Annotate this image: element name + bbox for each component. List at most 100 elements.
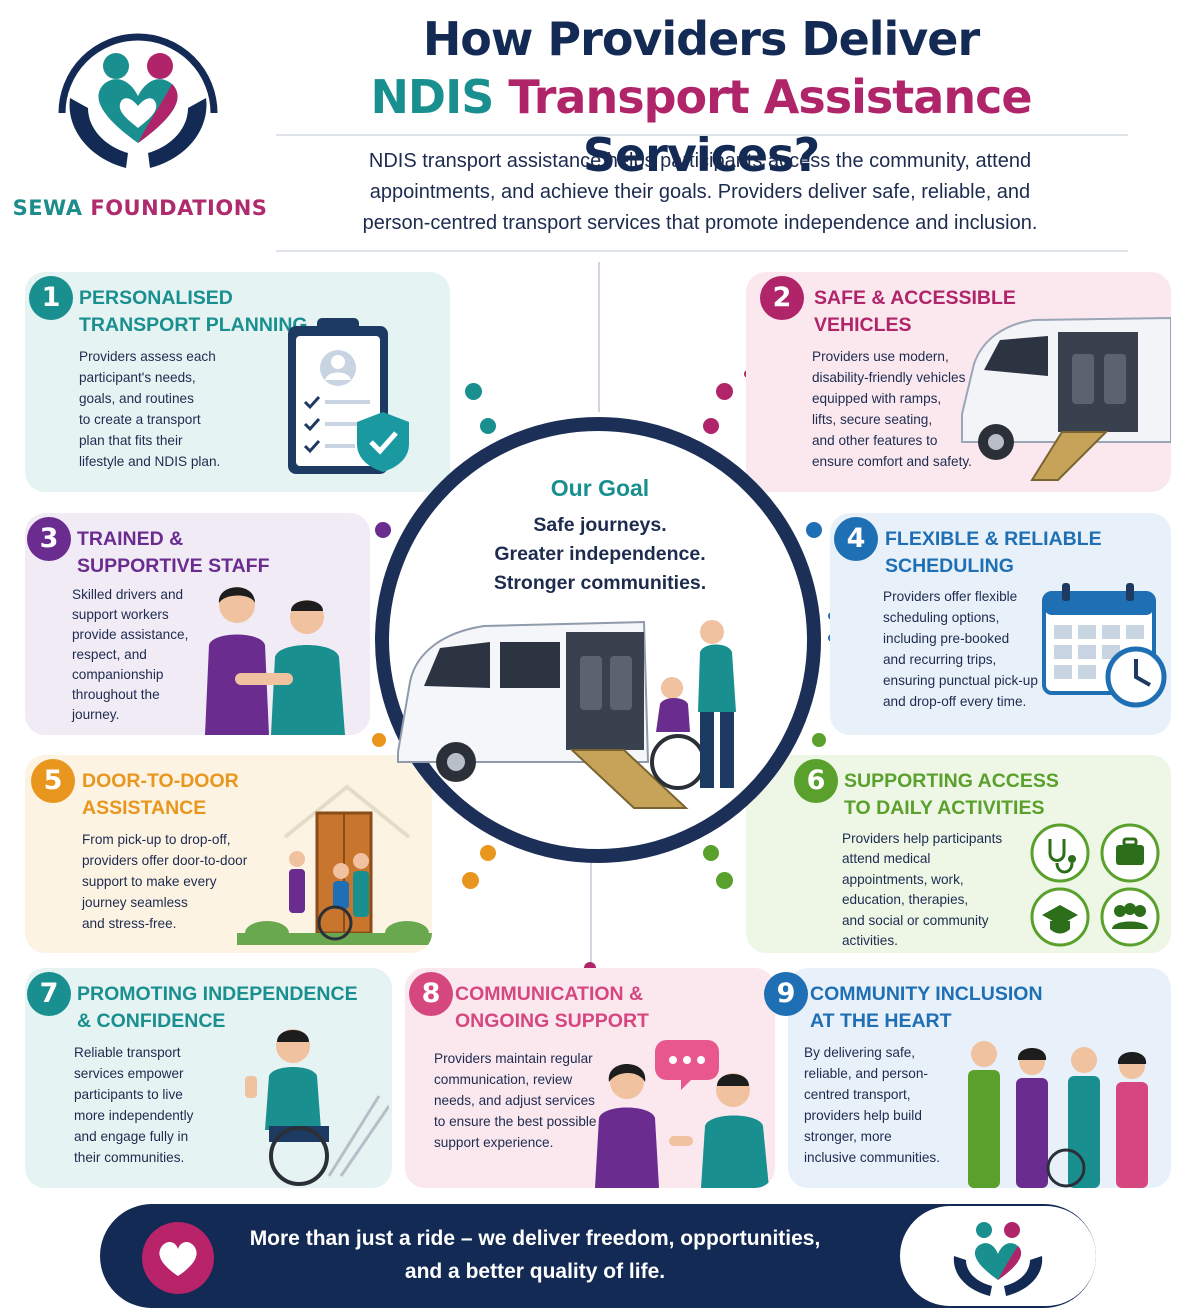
card-title-line: COMMUNICATION & xyxy=(455,983,644,1005)
connector-dot xyxy=(465,383,482,400)
card-body-line: Providers maintain regular xyxy=(434,1051,593,1066)
step-number-badge: 1 xyxy=(29,276,73,320)
card-body-line: to create a transport xyxy=(79,412,201,427)
card-body-line: support to make every xyxy=(82,874,217,889)
connector-dot xyxy=(716,383,733,400)
card-body-line: more independently xyxy=(74,1108,194,1123)
card-title-line: PERSONALISED xyxy=(79,287,233,309)
title-ndis: NDIS xyxy=(370,70,494,124)
brand-name: SEWA FOUNDATIONS xyxy=(10,196,270,220)
card-body: Reliable transport services empower part… xyxy=(74,1042,193,1168)
card-body-line: journey seamless xyxy=(82,895,188,910)
card-body-line: and recurring trips, xyxy=(883,652,997,667)
card-body-line: companionship xyxy=(72,667,164,682)
card-body-line: scheduling options, xyxy=(883,610,1000,625)
card-body-line: and other features to xyxy=(812,433,938,448)
step-number-badge: 6 xyxy=(794,759,838,803)
step-number-badge: 4 xyxy=(834,517,878,561)
step-number-badge: 8 xyxy=(409,972,453,1016)
support-workers-icon xyxy=(205,587,345,735)
van-wheelchair-ramp-icon xyxy=(397,620,736,809)
card-body-line: to ensure the best possible xyxy=(434,1114,597,1129)
card-community-inclusion: COMMUNITY INCLUSION AT THE HEART By deli… xyxy=(788,968,1171,1188)
divider-top xyxy=(276,134,1128,136)
community-group-icon xyxy=(968,1041,1148,1188)
card-body: Providers assess each participant's need… xyxy=(79,346,220,472)
card-body: By delivering safe, reliable, and person… xyxy=(804,1042,940,1168)
card-body-line: support experience. xyxy=(434,1135,554,1150)
card-body-line: reliable, and person- xyxy=(804,1066,928,1081)
card-body-line: and engage fully in xyxy=(74,1129,189,1144)
card-title-line: TRAINED & xyxy=(77,528,184,550)
footer-logo xyxy=(900,1206,1096,1306)
card-body-line: stronger, more xyxy=(804,1129,892,1144)
card-body-line: and drop-off every time. xyxy=(883,694,1027,709)
card-body-line: Providers help participants xyxy=(842,831,1003,846)
intro-line: appointments, and achieve their goals. P… xyxy=(369,181,1031,203)
card-title-line: TRANSPORT PLANNING xyxy=(79,314,308,336)
card-title: PERSONALISED TRANSPORT PLANNING xyxy=(79,285,308,339)
card-body-line: provide assistance, xyxy=(72,627,189,642)
connector-line xyxy=(598,262,600,412)
card-body-line: support workers xyxy=(72,607,169,622)
connector-dot xyxy=(480,845,496,861)
card-independence: 7 PROMOTING INDEPENDENCE & CONFIDENCE Re… xyxy=(25,968,392,1188)
card-body-line: providers help build xyxy=(804,1108,922,1123)
card-body-line: education, therapies, xyxy=(842,892,969,908)
card-title-line: SUPPORTIVE STAFF xyxy=(77,555,270,577)
card-body: Skilled drivers and support workers prov… xyxy=(72,585,188,725)
card-body-line: ensuring punctual pick-up xyxy=(883,673,1038,688)
card-body-line: including pre-booked xyxy=(883,631,1010,646)
card-title: FLEXIBLE & RELIABLE SCHEDULING xyxy=(885,526,1102,580)
card-title: COMMUNITY INCLUSION AT THE HEART xyxy=(810,981,1043,1035)
card-title: SAFE & ACCESSIBLE VEHICLES xyxy=(814,285,1016,339)
connector-dot xyxy=(703,845,719,861)
step-number-badge: 7 xyxy=(27,972,71,1016)
card-safe-vehicles: 2 SAFE & ACCESSIBLE VEHICLES Providers u… xyxy=(746,272,1171,492)
hands-heart-logo-icon xyxy=(953,1222,1043,1296)
brand-name-part2: FOUNDATIONS xyxy=(90,196,268,220)
card-body-line: ensure comfort and safety. xyxy=(812,454,972,469)
card-body-line: journey. xyxy=(72,707,120,722)
card-title-line: AT THE HEART xyxy=(810,1010,952,1032)
clipboard-checklist-icon xyxy=(288,318,409,474)
connector-dot xyxy=(703,418,719,434)
card-body: Providers help participants attend medic… xyxy=(842,829,1002,951)
connector-dot xyxy=(372,733,386,747)
heart-icon xyxy=(159,1242,197,1276)
card-body-line: plan that fits their xyxy=(79,433,183,448)
stethoscope-icon xyxy=(1030,823,1160,947)
card-body: Providers use modern, disability-friendl… xyxy=(812,346,972,472)
connector-dot xyxy=(806,522,822,538)
card-title-line: SAFE & ACCESSIBLE xyxy=(814,287,1016,309)
card-trained-staff: 3 TRAINED & SUPPORTIVE STAFF Skilled dri… xyxy=(25,513,370,735)
card-body-line: goals, and routines xyxy=(79,391,194,406)
card-body-line: Providers use modern, xyxy=(812,349,949,364)
step-number-badge: 5 xyxy=(31,759,75,803)
card-body-line: respect, and xyxy=(72,647,147,662)
card-body-line: centred transport, xyxy=(804,1087,911,1102)
card-body-line: Providers offer flexible xyxy=(883,589,1018,604)
connector-line xyxy=(590,862,592,967)
card-body-line: throughout the xyxy=(72,687,160,702)
page-title: How Providers Deliver NDIS Transport Ass… xyxy=(276,10,1126,184)
divider-bottom xyxy=(276,250,1128,252)
title-services: Services? xyxy=(582,128,820,182)
card-daily-activities: 6 SUPPORTING ACCESS TO DAILY ACTIVITIES … xyxy=(746,755,1171,953)
intro-line: NDIS transport assistance helps particip… xyxy=(368,150,1032,172)
footer-line: and a better quality of life. xyxy=(404,1260,666,1283)
connector-dot xyxy=(480,418,496,434)
goal-line: Stronger communities. xyxy=(493,572,707,594)
card-body-line: communication, review xyxy=(434,1072,573,1087)
card-body-line: lifts, secure seating, xyxy=(812,412,933,427)
footer-line: More than just a ride – we deliver freed… xyxy=(249,1227,821,1250)
card-title-line: COMMUNITY INCLUSION xyxy=(810,983,1043,1005)
card-body-line: From pick-up to drop-off, xyxy=(82,832,231,847)
card-body-line: activities. xyxy=(842,933,898,949)
card-body-line: Reliable transport xyxy=(74,1045,181,1060)
heart-badge xyxy=(142,1222,214,1294)
card-title: TRAINED & SUPPORTIVE STAFF xyxy=(77,526,270,580)
card-door-to-door: 5 DOOR-TO-DOOR ASSISTANCE From pick-up t… xyxy=(25,755,432,953)
title-line2: NDIS Transport Assistance Services? xyxy=(276,68,1126,184)
card-body: From pick-up to drop-off, providers offe… xyxy=(82,829,247,934)
